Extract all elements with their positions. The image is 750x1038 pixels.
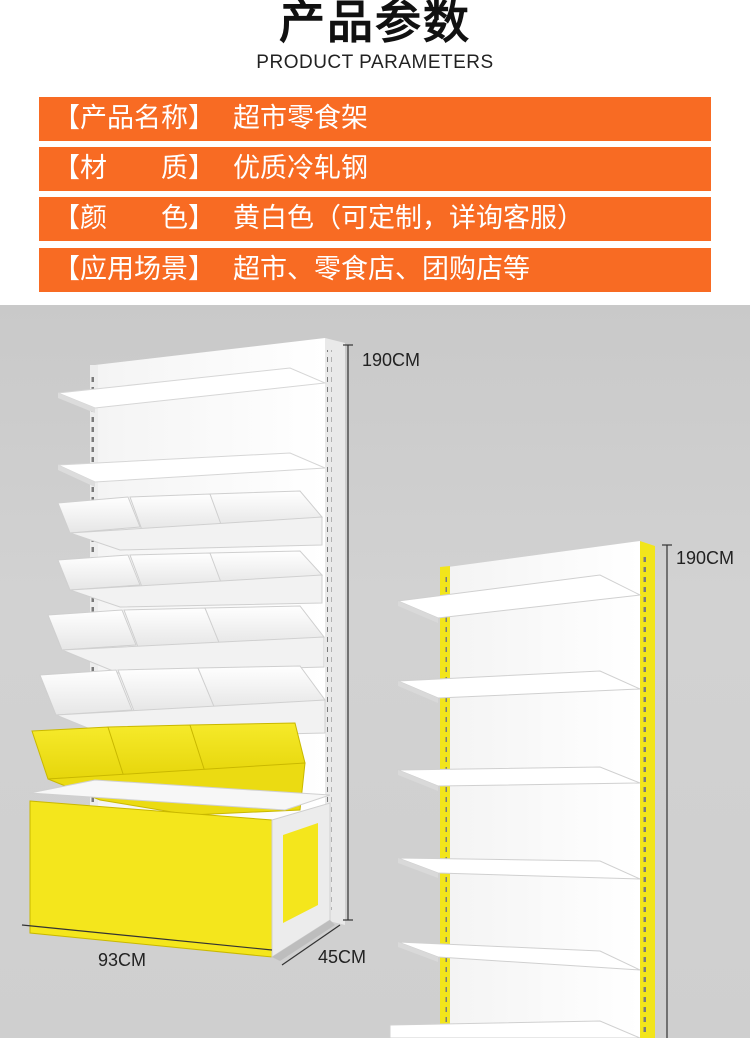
- param-row-material: 【材 质】 优质冷轧钢: [39, 147, 711, 191]
- left-width-line: [21, 924, 273, 951]
- right-shelf-1: [396, 574, 642, 623]
- page-subtitle: PRODUCT PARAMETERS: [256, 52, 494, 73]
- page-header: 产品参数 PRODUCT PARAMETERS: [0, 0, 750, 90]
- product-illustration: 190CM 93CM 45CM 190CM: [0, 305, 750, 1038]
- param-row-color: 【颜 色】 黄白色（可定制，详询客服）: [39, 197, 711, 241]
- param-key: 【材 质】: [53, 153, 215, 184]
- left-depth-label: 45CM: [318, 947, 367, 967]
- left-width-label: 93CM: [98, 950, 147, 970]
- right-shelf-3: [397, 766, 641, 791]
- left-height-label: 190CM: [362, 350, 421, 370]
- base-cabinet: [29, 779, 335, 961]
- param-value: 超市零食架: [233, 103, 368, 134]
- param-key: 【颜 色】: [53, 203, 215, 234]
- right-shelf-5: [397, 941, 641, 971]
- left-shelf-2: [57, 452, 326, 483]
- right-height-label: 190CM: [676, 548, 735, 568]
- right-shelf-6: [389, 1020, 641, 1038]
- left-shelf-unit: [21, 338, 353, 966]
- param-value: 优质冷轧钢: [233, 153, 368, 184]
- param-key: 【产品名称】: [53, 103, 215, 134]
- page-title: 产品参数: [279, 0, 471, 49]
- param-row-name: 【产品名称】 超市零食架: [39, 97, 711, 141]
- shelf-drawing: [21, 338, 672, 1038]
- tray-row-3: [47, 605, 325, 674]
- left-upright-holes: [327, 350, 332, 910]
- param-value: 黄白色（可定制，详询客服）: [233, 203, 584, 234]
- tray-row-1: [57, 490, 323, 551]
- param-row-scene: 【应用场景】 超市、零食店、团购店等: [39, 248, 711, 292]
- right-shelf-unit: [389, 541, 672, 1038]
- tray-row-2: [57, 550, 324, 608]
- right-shelf-2: [397, 670, 641, 703]
- right-shelf-4: [397, 857, 641, 880]
- param-value: 超市、零食店、团购店等: [233, 254, 530, 285]
- param-key: 【应用场景】: [53, 254, 215, 285]
- left-depth-line: [281, 924, 341, 966]
- right-back-panel: [448, 541, 640, 1038]
